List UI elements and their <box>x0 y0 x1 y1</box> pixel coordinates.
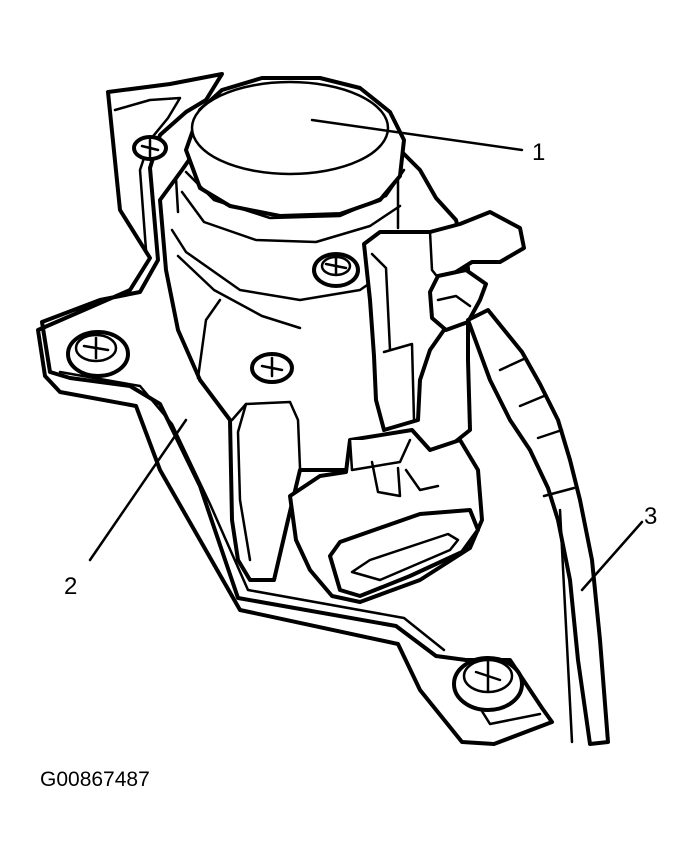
control-cable <box>466 308 610 746</box>
screw-left-mount <box>66 330 130 378</box>
figure-id: G00867487 <box>40 768 150 791</box>
callout-label-1: 1 <box>532 139 545 166</box>
actuator-cap <box>174 76 406 244</box>
leader-lines <box>88 118 644 592</box>
screw-bottom-mount <box>452 656 524 712</box>
callout-label-3: 3 <box>644 503 657 530</box>
leader-line-2 <box>88 418 188 562</box>
electrical-connector <box>288 428 484 604</box>
callout-label-2: 2 <box>64 573 77 600</box>
leader-line-1 <box>310 118 524 152</box>
screw-top-left <box>132 135 168 161</box>
screw-lower-body <box>250 352 294 384</box>
screw-center <box>312 252 360 288</box>
leader-line-3 <box>580 520 644 592</box>
cable-nut <box>428 268 488 332</box>
